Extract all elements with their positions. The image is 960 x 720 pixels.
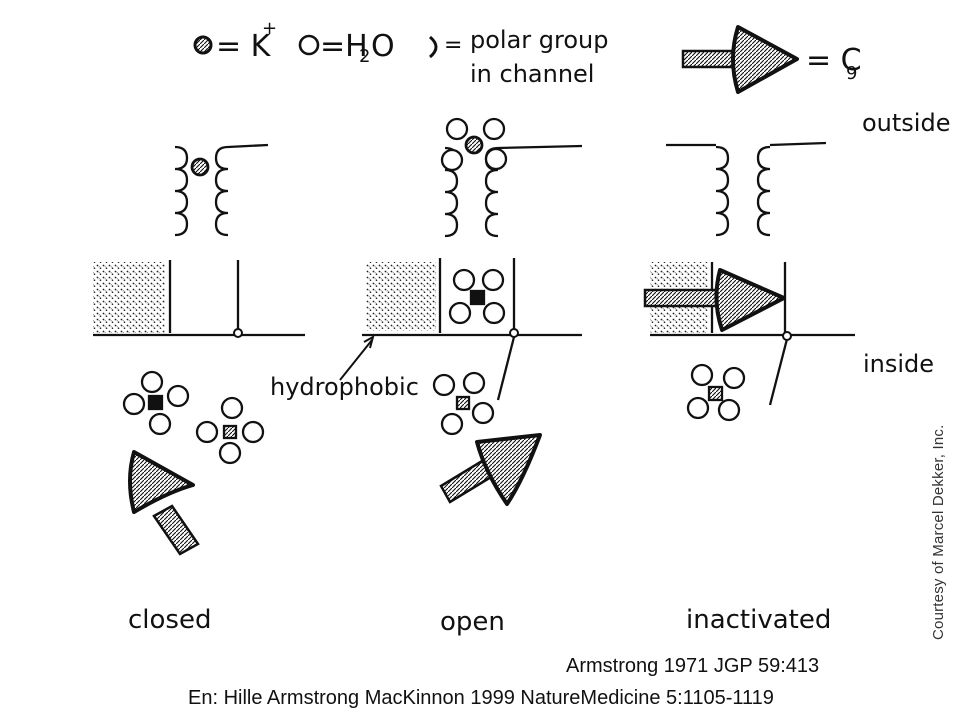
open-water-cluster-top — [440, 117, 508, 172]
polar-group-legend-label-1: polar group — [470, 26, 609, 54]
closed-left-polar-groups — [174, 145, 189, 237]
closed-channel — [93, 143, 305, 337]
polar-group-legend-icon — [428, 35, 438, 59]
open-water-cluster-pore — [448, 268, 506, 325]
closed-water-cluster-2 — [195, 396, 265, 465]
h2o-legend-label-o: O — [371, 29, 395, 64]
closed-hydrophobic-region — [93, 262, 165, 333]
k-legend-label: = K — [216, 29, 272, 64]
open-c9-arrow — [439, 433, 542, 506]
closed-k-ion — [190, 157, 210, 177]
c9-arrow-legend-icon — [681, 25, 799, 94]
publisher-credit: Courtesy of Marcel Dekker, Inc. — [930, 424, 947, 640]
open-channel-pivot — [509, 328, 519, 338]
open-water-cluster-below — [432, 371, 495, 436]
inactivated-channel-pivot — [782, 331, 792, 341]
closed-channel-pivot — [233, 328, 243, 338]
svg-text:=: = — [444, 33, 462, 58]
outside-label: outside — [862, 109, 950, 137]
hille-citation: En: Hille Armstrong MacKinnon 1999 Natur… — [188, 687, 774, 709]
open-hydrophobic-region — [366, 262, 436, 331]
closed-c9-arrow — [128, 450, 200, 556]
closed-water-cluster-1 — [122, 370, 190, 436]
closed-right-polar-groups — [214, 145, 229, 237]
armstrong-citation: Armstrong 1971 JGP 59:413 — [566, 655, 820, 677]
hydrophobic-pointer — [339, 339, 373, 381]
inactivated-right-polar-groups — [756, 145, 771, 237]
potassium-ion-legend-icon — [193, 35, 213, 55]
h2o-legend-label: =H — [320, 29, 368, 64]
closed-state-label: closed — [128, 605, 211, 635]
legend: = K + =H 2 O = polar group in channel = … — [193, 18, 862, 94]
inactivated-left-polar-groups — [715, 145, 730, 237]
hydrophobic-label: hydrophobic — [270, 373, 419, 401]
h2o-legend-subscript: 2 — [359, 46, 370, 67]
inactivated-water-cluster — [686, 363, 746, 422]
c9-legend-subscript: 9 — [846, 63, 857, 84]
open-state-label: open — [440, 607, 505, 637]
inactivated-c9-arrow — [643, 268, 786, 332]
polar-group-legend-label-2: in channel — [470, 60, 594, 88]
c9-legend-label: = C — [806, 43, 862, 78]
water-legend-icon — [298, 34, 320, 56]
k-legend-superscript: + — [262, 18, 277, 39]
inactivated-state-label: inactivated — [686, 605, 831, 635]
inside-label: inside — [863, 350, 934, 378]
